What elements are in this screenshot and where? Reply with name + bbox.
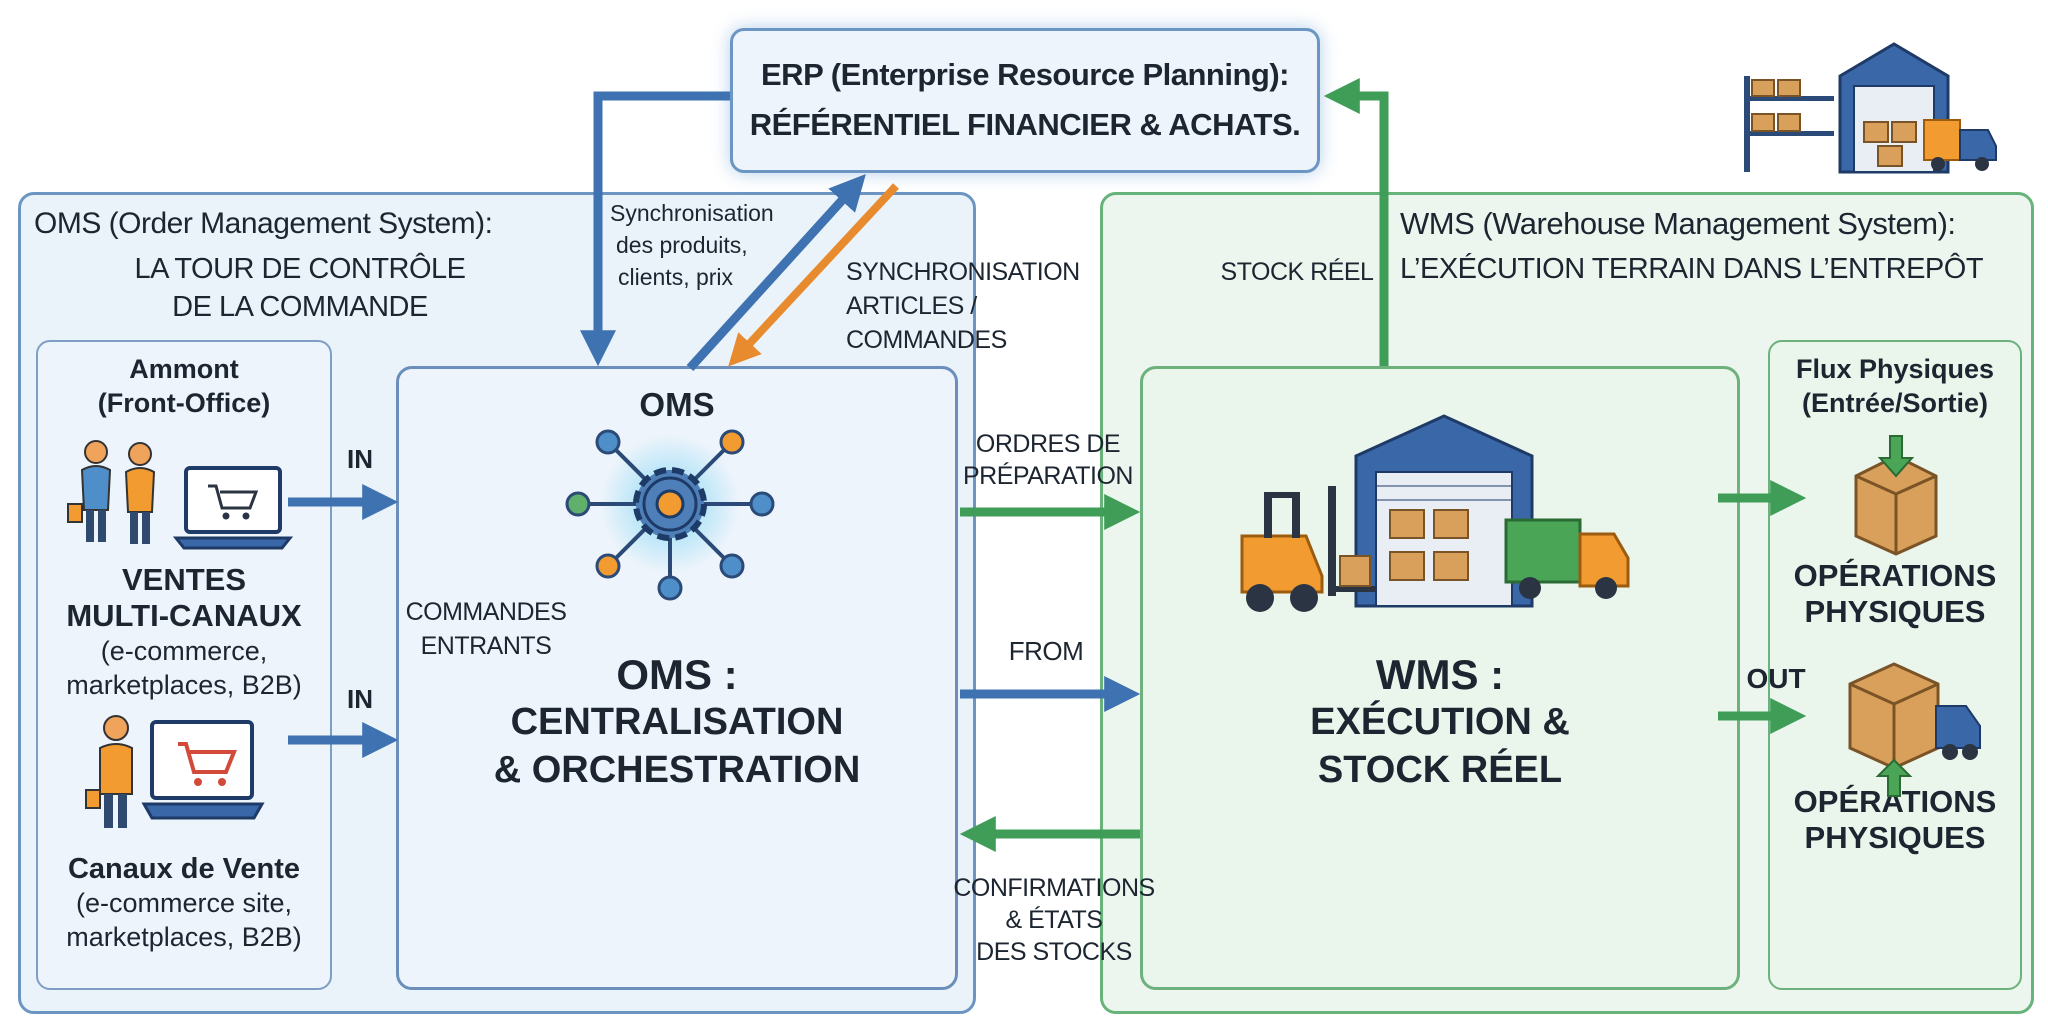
gear-network-icon (565, 429, 775, 601)
sync-products-label-2: des produits, (616, 232, 748, 258)
oms-main-line3: & ORCHESTRATION (493, 749, 861, 791)
ventes-title-1: VENTES (121, 562, 247, 597)
confirm-label-2: & ÉTATS (1005, 906, 1103, 934)
canaux-desc-1: (e-commerce site, (75, 888, 293, 918)
ventes-title-2: MULTI-CANAUX (66, 598, 302, 633)
flux-subtitle: (Entrée/Sortie) (1801, 388, 1989, 418)
sync-articles-label-3: COMMANDES (846, 326, 1007, 354)
forklift-warehouse-truck-icon (1240, 414, 1630, 612)
flux-title: Flux Physiques (1795, 354, 1995, 384)
amont-panel (36, 340, 332, 990)
amont-subtitle: (Front-Office) (97, 388, 271, 418)
wms-region-title: WMS (Warehouse Management System): (1400, 206, 1956, 241)
from-label: FROM (1008, 636, 1084, 666)
canaux-title: Canaux de Vente (67, 853, 301, 885)
wms-main-line2: EXÉCUTION & (1310, 701, 1570, 743)
op2-line2: PHYSIQUES (1804, 820, 1986, 855)
warehouse-icon (1744, 42, 1997, 174)
oms-box-label: OMS (639, 386, 715, 423)
op1-line2: PHYSIQUES (1804, 594, 1986, 629)
erp-subtitle: RÉFÉRENTIEL FINANCIER & ACHATS. (749, 107, 1301, 142)
wms-region-subtitle: L’EXÉCUTION TERRAIN DANS L’ENTREPÔT (1400, 253, 1984, 285)
erp-to-oms-sync-arrow (728, 183, 899, 367)
op1-line1: OPÉRATIONS (1793, 558, 1997, 593)
oms-region-title: OMS (Order Management System): (34, 207, 493, 240)
oms-region-subtitle-2: DE LA COMMANDE (172, 291, 428, 323)
people-shopping-icon (67, 440, 156, 544)
ordres-label-2: PRÉPARATION (963, 462, 1134, 490)
erp-to-oms-arrow (580, 91, 730, 367)
sync-products-label-3: clients, prix (618, 264, 734, 290)
oms-main-title: OMS : (616, 651, 738, 698)
ventes-desc-2: marketplaces, B2B) (66, 670, 302, 700)
confirm-label-3: DES STOCKS (976, 938, 1132, 966)
wms-main-title: WMS : (1375, 651, 1505, 698)
ventes-desc-1: (e-commerce, (100, 636, 268, 666)
erp-title: ERP (Enterprise Resource Planning): (761, 57, 1290, 92)
sync-products-label-1: Synchronisation (610, 200, 774, 226)
commandes-label-2: ENTRANTS (420, 632, 552, 660)
oms-main-line2: CENTRALISATION (510, 701, 844, 743)
canaux-desc-2: marketplaces, B2B) (66, 922, 302, 952)
oms-region-subtitle-1: LA TOUR DE CONTRÔLE (134, 253, 466, 285)
in-label-2: IN (347, 684, 373, 714)
stock-reel-label: STOCK RÉEL (1220, 258, 1374, 286)
ordres-label-1: ORDRES DE (975, 430, 1121, 458)
box-truck-icon (1848, 662, 1981, 797)
in-label-1: IN (347, 444, 373, 474)
wms-main-line3: STOCK RÉEL (1317, 749, 1563, 791)
laptop-cart-icon (172, 466, 294, 550)
commandes-label-1: COMMANDES (405, 598, 567, 626)
confirm-label-1: CONFIRMATIONS (953, 874, 1155, 902)
amont-title: Ammont (129, 354, 239, 384)
oms-to-erp-sync-arrow (686, 173, 866, 372)
person-laptop-cart-icon (85, 715, 265, 828)
out-label: OUT (1746, 663, 1806, 694)
sync-articles-label-1: SYNCHRONISATION (846, 258, 1080, 286)
wms-to-erp-stock-arrow (1323, 78, 1389, 366)
erp-box: ERP (Enterprise Resource Planning): RÉFÉ… (730, 28, 1320, 173)
box-in-icon (1854, 435, 1938, 556)
sync-articles-label-2: ARTICLES / (846, 292, 977, 320)
